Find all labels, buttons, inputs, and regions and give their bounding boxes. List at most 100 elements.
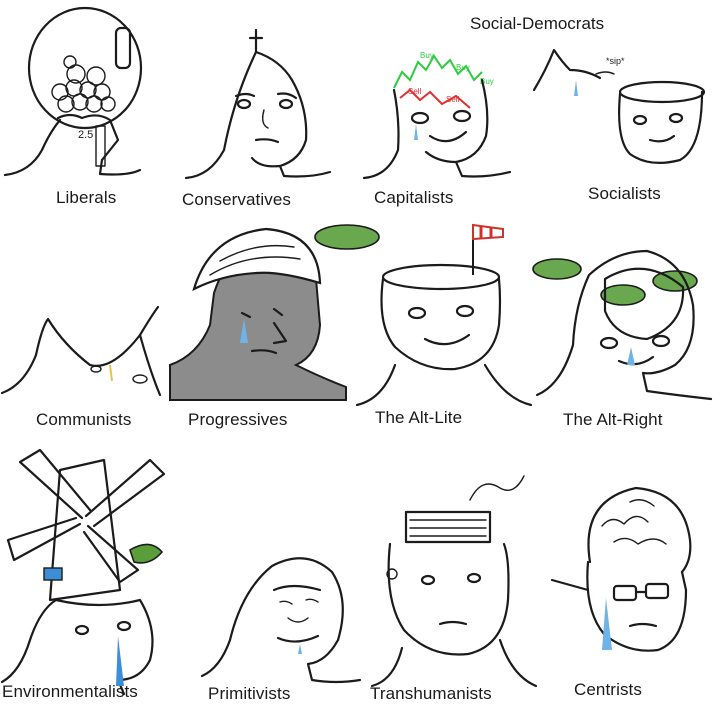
label-transhumanists: Transhumanists xyxy=(370,684,492,703)
mouth xyxy=(438,620,468,626)
brain-folds xyxy=(601,499,667,545)
tear-drop xyxy=(414,124,418,140)
label-alt-right: The Alt-Right xyxy=(563,410,663,429)
head-outline xyxy=(184,50,332,180)
machine-block-icon xyxy=(404,510,492,544)
fallen-eye xyxy=(132,374,148,384)
empty-head-cavity xyxy=(0,305,160,395)
head-outline xyxy=(586,560,688,652)
mouth xyxy=(276,634,320,643)
nostrils xyxy=(287,617,309,623)
panel-primitivists: Primitivists xyxy=(200,440,370,710)
drip xyxy=(109,364,113,382)
eye-left xyxy=(74,624,90,636)
centrists-drawing xyxy=(550,486,692,652)
windsock-stripes xyxy=(479,226,493,238)
label-capitalists: Capitalists xyxy=(374,188,454,207)
panel-progressives: Progressives xyxy=(169,215,355,440)
eye-left xyxy=(599,336,619,350)
brow-right xyxy=(276,92,298,100)
eyes xyxy=(279,598,319,605)
shoulder-left xyxy=(3,118,62,177)
buy-tag-2: Buy xyxy=(456,63,470,72)
helmet-icon xyxy=(192,227,322,292)
tear-drop xyxy=(240,319,248,343)
environmentalists-drawing xyxy=(0,448,166,696)
tear-drop xyxy=(298,644,302,654)
windmill-blades-icon xyxy=(6,448,166,584)
eye-right xyxy=(116,620,132,632)
blob-crowd xyxy=(51,55,116,113)
eye-left xyxy=(240,311,252,319)
mouth xyxy=(628,622,658,628)
label-liberals: Liberals xyxy=(56,188,117,207)
glasses-icon-left xyxy=(612,584,638,602)
label-conservatives: Conservatives xyxy=(182,190,292,209)
transhumanists-drawing xyxy=(370,475,538,688)
head-outline xyxy=(535,249,713,401)
socialists-drawing: *sip* xyxy=(532,48,706,165)
solar-panel-icon xyxy=(43,567,63,581)
eye-right xyxy=(466,572,482,584)
eye-right xyxy=(651,334,671,348)
shoulders xyxy=(370,638,538,688)
windsock-icon xyxy=(472,223,504,241)
conservatives-drawing xyxy=(184,28,332,180)
brain-dome xyxy=(587,486,692,574)
eye-right xyxy=(278,98,294,110)
glasses-icon-right xyxy=(644,582,670,600)
card-slot xyxy=(95,125,106,167)
mouth xyxy=(254,138,280,144)
brow-ridge xyxy=(272,584,322,592)
eye-left xyxy=(410,111,430,125)
panel-alt-lite: The Alt-Lite xyxy=(314,215,535,440)
label-environmentalists: Environmentalists xyxy=(2,682,138,701)
label-primitivists: Primitivists xyxy=(208,684,291,703)
open-skull-rim xyxy=(381,263,501,291)
windmill-tower xyxy=(48,458,122,602)
social-democrats-label: Social-Democrats xyxy=(470,14,605,33)
panel-socialists: *sip* Socialists xyxy=(530,30,720,215)
head-base xyxy=(56,113,120,162)
eye-right xyxy=(452,109,472,123)
grin xyxy=(617,355,655,366)
primitivists-drawing xyxy=(200,557,362,684)
alt-right-drawing xyxy=(532,249,713,401)
brow-left xyxy=(234,92,256,98)
panel-alt-right: The Alt-Right xyxy=(532,215,720,440)
shoulders xyxy=(355,363,533,407)
progressives-drawing xyxy=(169,227,347,401)
panel-capitalists: Sell Sell Buy Buy Buy Capitalists xyxy=(360,0,530,215)
panel-environmentalists: Environmentalists xyxy=(0,440,200,710)
sell-tag-2: Sell xyxy=(446,95,460,104)
eye-left xyxy=(236,98,252,110)
fallen-eye-2 xyxy=(90,365,102,373)
buy-tag-3: Buy xyxy=(480,77,494,86)
open-skull-rim xyxy=(618,80,706,104)
straw xyxy=(595,71,615,75)
mouth xyxy=(648,134,676,143)
nose xyxy=(272,321,288,345)
label-progressives: Progressives xyxy=(188,410,288,429)
alt-lite-drawing xyxy=(314,223,533,407)
eye-left xyxy=(407,306,427,320)
stock-chart-up xyxy=(393,54,483,89)
helmet-vents xyxy=(209,244,301,276)
tear-drop xyxy=(602,598,612,650)
panel-liberals: 2.5 Liberals xyxy=(0,0,180,215)
helicopter-icon-1 xyxy=(532,258,582,280)
eye-left xyxy=(632,114,648,126)
inner-head xyxy=(603,267,685,341)
panel-conservatives: Conservatives xyxy=(180,0,360,215)
grin xyxy=(428,130,468,143)
label-centrists: Centrists xyxy=(574,680,642,699)
tear-drop xyxy=(574,80,578,96)
buy-tag-1: Buy xyxy=(420,51,434,60)
machine-lines xyxy=(409,519,487,537)
head-outline xyxy=(618,90,704,165)
ape-head-outline xyxy=(200,557,362,684)
helicopter-icon-2 xyxy=(600,284,646,306)
label-socialists: Socialists xyxy=(588,184,661,203)
dome-reflection xyxy=(114,26,132,70)
